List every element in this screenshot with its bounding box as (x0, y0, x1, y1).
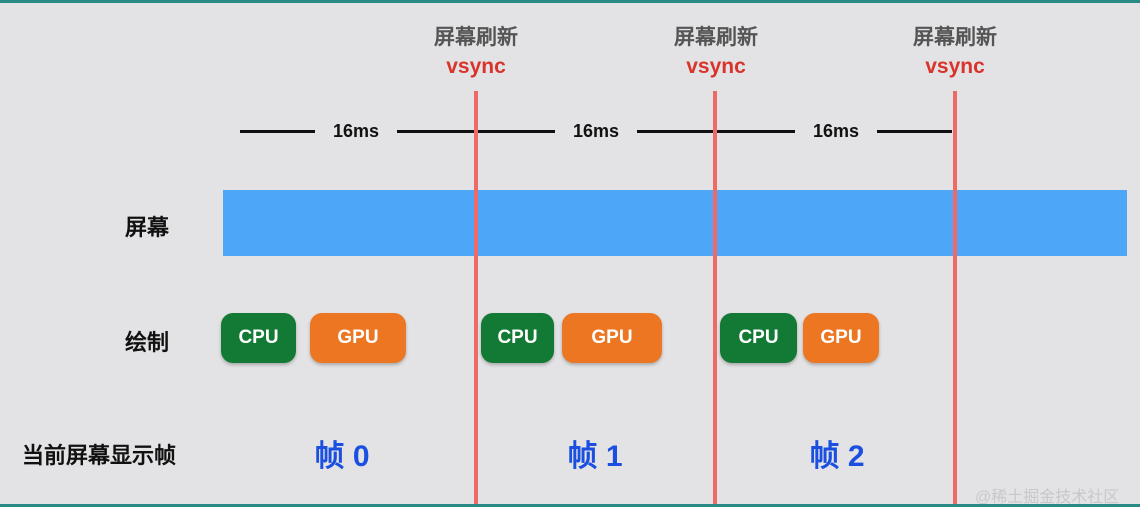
vsync-line-2 (713, 91, 717, 504)
frame-label-1: 帧 1 (567, 440, 623, 473)
gpu-block-3: GPU (803, 313, 879, 363)
interval-line (240, 130, 315, 133)
frame-label-0: 帧 0 (314, 440, 370, 473)
interval-label-1: 16ms (332, 121, 380, 141)
cpu-block-1: CPU (221, 313, 296, 363)
vsync-line-1 (474, 91, 478, 504)
interval-label-3: 16ms (812, 121, 860, 141)
interval-label-2: 16ms (572, 121, 620, 141)
vsync-label-1: vsync (446, 55, 506, 78)
frame-label-2: 帧 2 (809, 440, 865, 473)
vsync-title-2: 屏幕刷新 (674, 26, 758, 49)
vsync-line-3 (953, 91, 957, 504)
gpu-block-2: GPU (562, 313, 662, 363)
cpu-block-3: CPU (720, 313, 797, 363)
vsync-label-2: vsync (686, 55, 746, 78)
row-label-screen: 屏幕 (125, 215, 170, 240)
screen-bar (223, 190, 1127, 256)
gpu-block-1: GPU (310, 313, 406, 363)
interval-line (877, 130, 952, 133)
watermark: @稀土掘金技术社区 (975, 489, 1120, 506)
cpu-block-2: CPU (481, 313, 554, 363)
vsync-title-3: 屏幕刷新 (913, 26, 997, 49)
row-label-draw: 绘制 (125, 330, 170, 355)
vsync-title-1: 屏幕刷新 (434, 26, 518, 49)
row-label-current-frame: 当前屏幕显示帧 (22, 443, 177, 468)
vsync-label-3: vsync (925, 55, 985, 78)
